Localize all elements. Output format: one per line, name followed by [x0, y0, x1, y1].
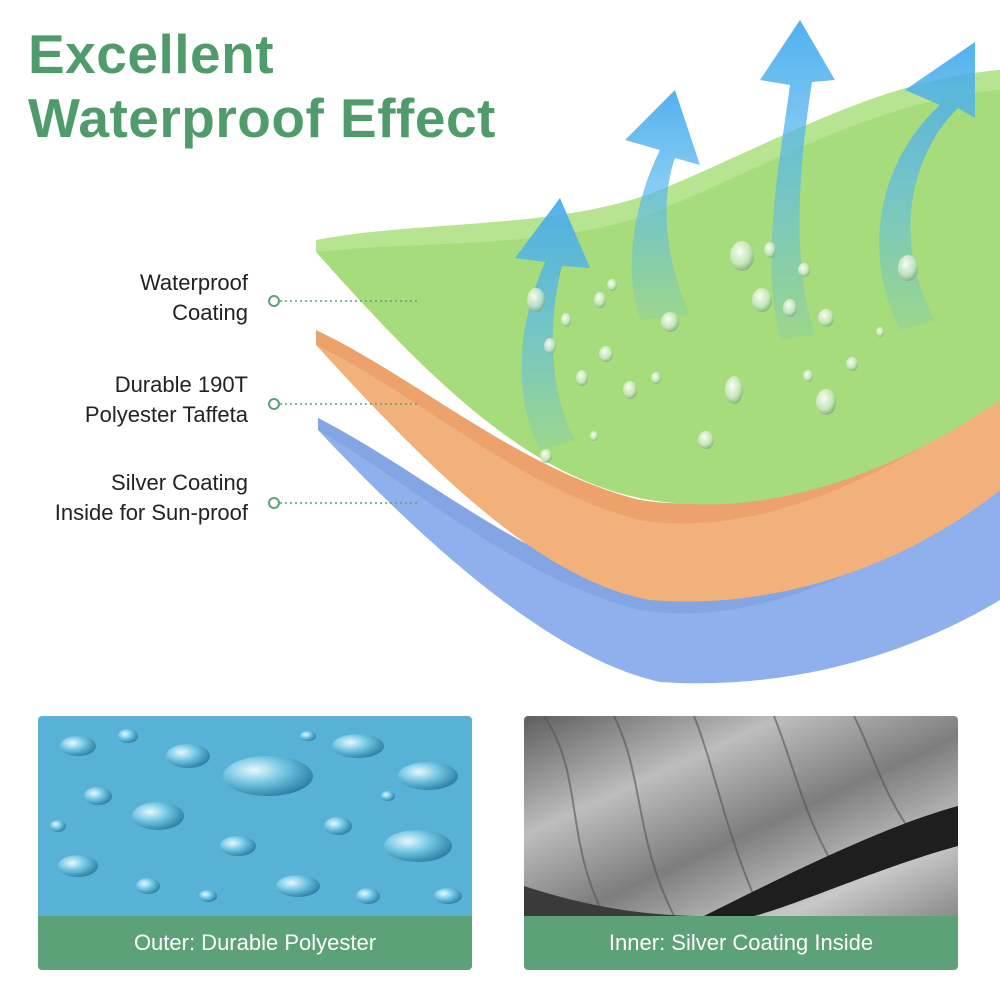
inner-fabric-caption: Inner: Silver Coating Inside: [524, 916, 958, 970]
layer-label-line: Inside for Sun-proof: [54, 500, 248, 525]
layer-label-waterproof-coating: Waterproof Coating: [0, 268, 248, 328]
layer-label-silver-coating: Silver Coating Inside for Sun-proof: [0, 468, 248, 528]
layer-label-line: Waterproof: [139, 270, 248, 295]
leader-markers: [268, 295, 280, 509]
page-title: Excellent Waterproof Effect: [28, 22, 496, 150]
outer-fabric-card: Outer: Durable Polyester: [38, 716, 472, 970]
outer-fabric-photo: [38, 716, 472, 916]
fabric-layers-illustration: [268, 20, 1000, 684]
title-line-2: Waterproof Effect: [28, 87, 496, 149]
inner-fabric-card: Inner: Silver Coating Inside: [524, 716, 958, 970]
orange-layer: [316, 330, 1000, 602]
layer-label-polyester-taffeta: Durable 190T Polyester Taffeta: [0, 370, 248, 430]
water-droplets: [527, 241, 918, 463]
layer-label-line: Silver Coating: [111, 470, 248, 495]
inner-fabric-photo: [524, 716, 958, 916]
layer-label-line: Coating: [172, 300, 248, 325]
layer-label-line: Durable 190T: [114, 372, 248, 397]
outer-fabric-caption: Outer: Durable Polyester: [38, 916, 472, 970]
leader-lines: [280, 300, 420, 504]
layer-label-line: Polyester Taffeta: [84, 402, 248, 427]
blue-layer: [318, 418, 1000, 684]
title-line-1: Excellent: [28, 23, 275, 85]
